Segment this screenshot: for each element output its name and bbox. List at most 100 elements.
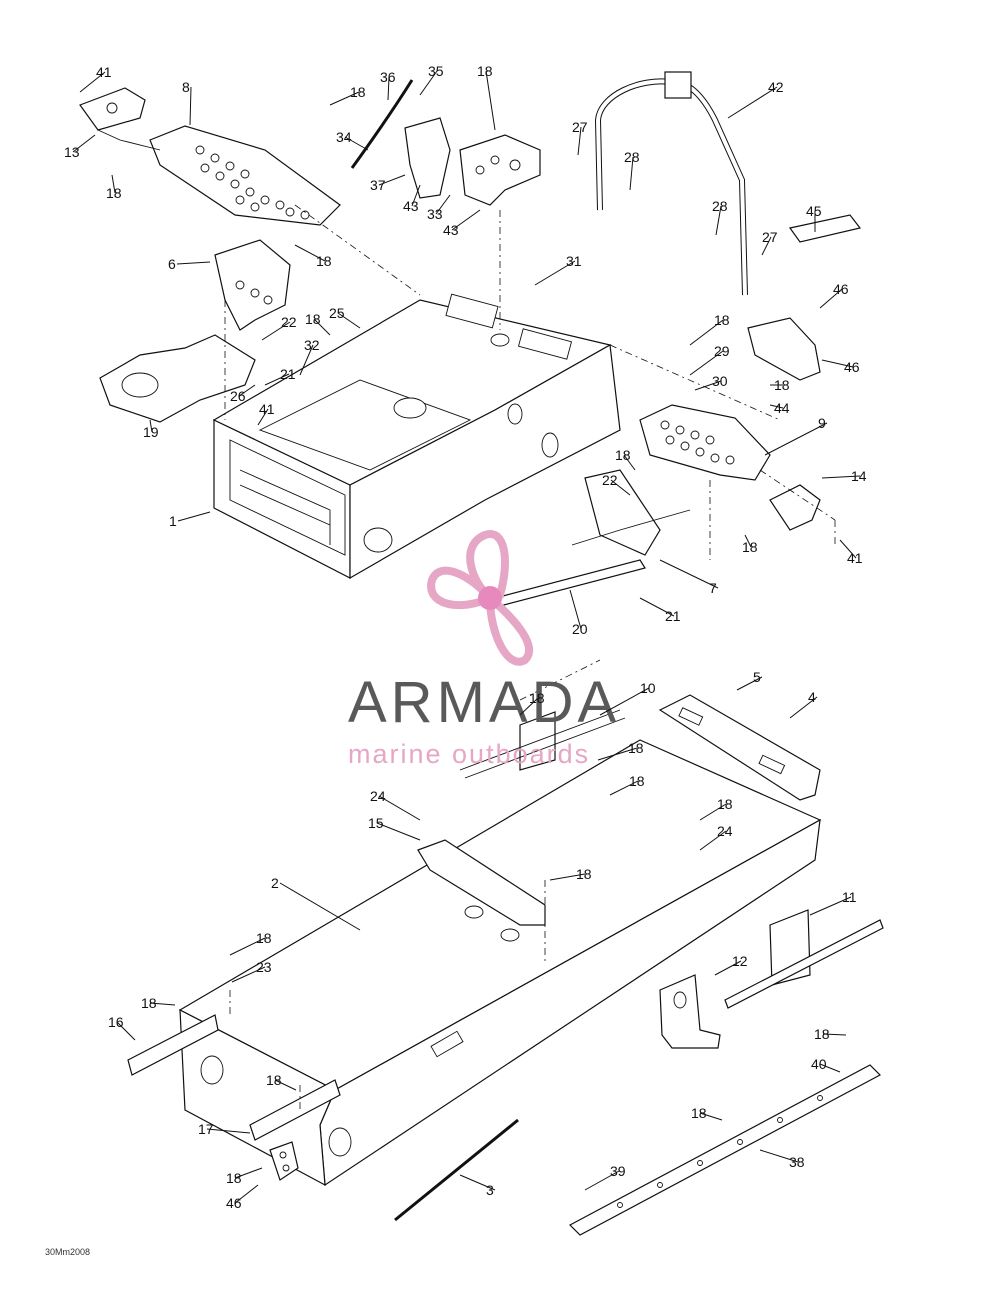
running-board-38 [569,1064,881,1236]
callout-label-42: 42 [768,79,784,95]
callout-label-40: 40 [811,1056,827,1072]
callout-label-14: 14 [851,468,867,484]
callout-label-12: 12 [732,953,748,969]
bracket-6 [214,239,291,331]
callout-leader-18 [699,803,727,821]
callout-label-5: 5 [753,669,761,685]
callout-label-46: 46 [833,281,849,297]
callout-label-19: 19 [143,424,159,440]
plate-19 [99,334,256,423]
callout-leader-41 [79,71,106,93]
callout-leader-17 [206,1128,251,1134]
rail-16 [127,1014,219,1076]
callout-leader-6 [176,261,211,265]
callout-leader-19 [149,419,153,433]
callout-leader-32 [299,344,314,376]
callout-label-13: 13 [64,144,80,160]
bracket-top-middle [459,134,541,206]
callout-leader-22 [610,479,631,496]
callout-label-2: 2 [271,875,279,891]
callout-label-46: 46 [226,1195,242,1211]
callout-label-3: 3 [486,1182,494,1198]
strap-34 [350,79,451,199]
callout-leader-38 [759,1149,799,1163]
callout-leader-18 [597,747,638,761]
callout-label-18: 18 [742,539,758,555]
callout-label-23: 23 [256,959,272,975]
callout-leader-1 [177,511,211,522]
callout-leader-24 [699,830,727,851]
callout-label-27: 27 [572,119,588,135]
callout-leader-5 [736,676,763,691]
callout-label-41: 41 [96,64,112,80]
callout-leader-21 [264,373,290,386]
support-10 [459,709,626,779]
callout-label-45: 45 [806,203,822,219]
callout-leader-27 [761,236,772,256]
callout-label-41: 41 [259,401,275,417]
bumper-4 [658,694,821,801]
callout-leader-18 [229,937,266,956]
callout-label-6: 6 [168,256,176,272]
callout-label-46: 46 [844,359,860,375]
callout-leader-11 [809,896,852,916]
callout-leader-46 [821,359,854,368]
callout-leader-2 [279,882,361,931]
front-chassis-frame [212,293,621,580]
alignment-lines-upper [224,204,836,560]
callout-label-35: 35 [428,63,444,79]
callout-label-18: 18 [529,690,545,706]
callout-label-18: 18 [714,312,730,328]
callout-leader-30 [694,380,722,391]
callout-leader-18 [822,1033,847,1036]
callout-leader-28 [715,205,722,236]
callout-leader-18 [329,91,360,106]
callout-label-43: 43 [443,222,459,238]
part-45 [788,214,862,243]
callout-leader-4 [789,696,818,719]
callout-label-18: 18 [717,796,733,812]
callout-label-18: 18 [141,995,157,1011]
callout-leader-18 [744,534,752,548]
callout-label-20: 20 [572,621,588,637]
callout-label-34: 34 [336,129,352,145]
callout-leader-9 [764,422,828,456]
callout-leader-8 [189,86,192,126]
callout-label-30: 30 [712,373,728,389]
callout-label-22: 22 [602,472,618,488]
bracket-7 [571,469,691,556]
callout-label-18: 18 [316,253,332,269]
callout-leader-18 [623,454,636,471]
perforated-plate-9 [639,404,771,481]
callout-leader-33 [435,194,451,215]
callout-label-18: 18 [106,185,122,201]
callout-label-36: 36 [380,69,396,85]
callout-leader-46 [234,1184,259,1204]
callout-leader-18 [234,1167,263,1179]
callout-leader-25 [337,312,361,329]
callout-leader-10 [599,687,650,716]
callout-leader-43 [411,184,421,207]
callout-leader-43 [451,209,481,231]
callout-label-21: 21 [280,366,296,382]
plate-46-lower [269,1141,299,1181]
angle-17 [249,1079,341,1141]
callout-leader-27 [577,126,582,156]
callout-leader-23 [231,966,266,983]
rod-3 [394,1118,519,1222]
callout-label-22: 22 [281,314,297,330]
bracket-11 [724,909,884,1009]
callout-leader-42 [727,86,778,119]
callout-leader-18 [609,780,639,796]
callout-leader-31 [534,260,576,286]
callout-leader-34 [344,136,369,151]
callout-label-28: 28 [624,149,640,165]
callout-leader-40 [819,1063,841,1073]
callout-leader-14 [821,475,861,479]
callout-label-15: 15 [368,815,384,831]
callout-label-4: 4 [808,689,816,705]
handle-bar-42 [594,71,748,296]
callout-leader-20 [569,589,582,630]
